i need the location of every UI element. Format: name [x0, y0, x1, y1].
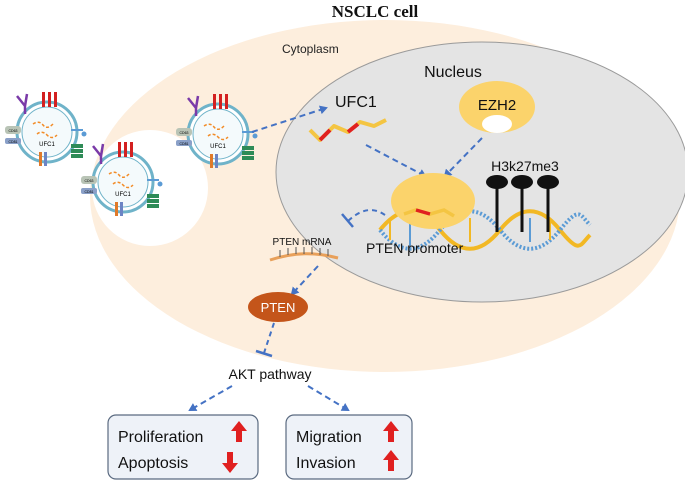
ufc1-rna-segment-1	[318, 128, 332, 142]
svg-text:UFC1: UFC1	[115, 192, 131, 198]
exosome-3: CD63 CD81 UFC1	[176, 94, 258, 168]
nucleus-region	[275, 41, 685, 303]
svg-text:CD81: CD81	[85, 190, 94, 194]
migration-label: Migration	[296, 429, 362, 446]
apoptosis-label: Apoptosis	[118, 455, 188, 472]
pten-mrna-strand	[269, 247, 339, 262]
pten-protein	[248, 292, 308, 322]
figure-title: NSCLC cell	[332, 2, 419, 21]
svg-text:CD63: CD63	[180, 131, 189, 135]
ezh2-protein	[459, 81, 535, 133]
h3k27me3-label: H3k27me3	[491, 158, 559, 174]
arrow-akt-to-migration	[307, 385, 350, 412]
inhibition-complex-to-pten-mrna	[347, 209, 386, 222]
complex-bound-ufc1-segment	[415, 208, 431, 216]
arrow-ufc1-to-complex	[365, 144, 427, 178]
cytoplasm-label: Cytoplasm	[282, 42, 339, 56]
h3k27me3-marks	[486, 175, 559, 232]
pten-promoter-label: PTEN promoter	[366, 240, 464, 256]
svg-text:CD81: CD81	[9, 140, 18, 144]
ufc1-label: UFC1	[335, 94, 377, 111]
apoptosis-down-arrow-icon	[222, 452, 238, 473]
akt-pathway-label: AKT pathway	[228, 366, 311, 382]
proliferation-up-arrow-icon	[231, 421, 247, 442]
proliferation-label: Proliferation	[118, 429, 203, 446]
invasion-label: Invasion	[296, 455, 356, 472]
outcome-box-migration	[285, 414, 413, 480]
ezh2-label: EZH2	[478, 97, 516, 114]
svg-text:CD63: CD63	[9, 129, 18, 133]
arrow-akt-to-proliferation	[188, 385, 233, 411]
exosome-1: CD63 CD81 UFC1	[5, 92, 87, 166]
nucleus-label: Nucleus	[424, 64, 482, 81]
svg-text:UFC1: UFC1	[39, 142, 55, 148]
ezh2-binding-pocket	[482, 115, 512, 133]
svg-text:CD63: CD63	[85, 179, 94, 183]
invasion-up-arrow-icon	[383, 450, 399, 471]
pten-mrna-label: PTEN mRNA	[273, 237, 332, 248]
svg-text:UFC1: UFC1	[210, 144, 226, 150]
outcome-box-proliferation	[107, 414, 259, 480]
exosome-2: CD63 CD81 UFC1	[81, 142, 163, 216]
ufc1-rna-segment-2	[346, 122, 360, 134]
arrow-mrna-to-pten	[290, 265, 319, 296]
migration-up-arrow-icon	[383, 421, 399, 442]
arrow-exosome-to-ufc1	[251, 105, 328, 133]
svg-text:CD81: CD81	[180, 142, 189, 146]
arrow-ezh2-to-complex	[443, 137, 483, 178]
inhibition-bar-akt	[255, 349, 273, 358]
inhibition-bar-pten-mrna	[341, 213, 354, 228]
ufc1-ezh2-complex	[391, 173, 475, 229]
pten-protein-label: PTEN	[261, 300, 296, 315]
